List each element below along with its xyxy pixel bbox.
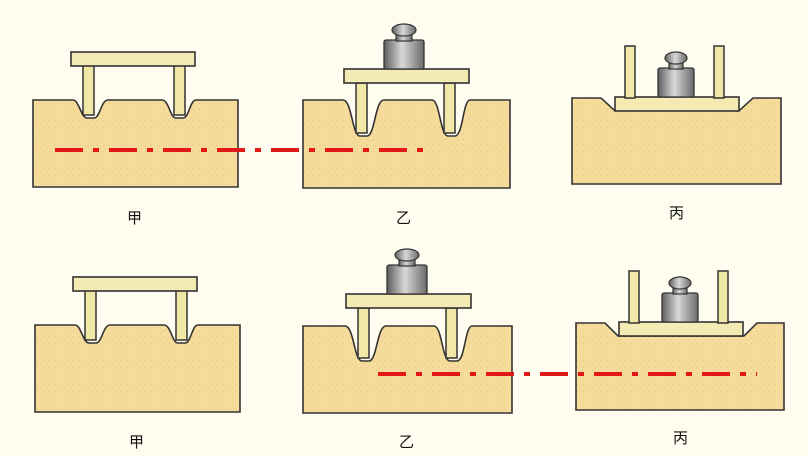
panel-jia: 甲 bbox=[34, 276, 241, 451]
table-top bbox=[618, 321, 744, 337]
sand-block bbox=[575, 322, 785, 411]
panel-yi: 乙 bbox=[302, 23, 511, 227]
table-leg-right bbox=[173, 64, 186, 116]
sand-block bbox=[302, 325, 513, 414]
table-leg-left bbox=[357, 307, 370, 359]
panel-bing: 丙 bbox=[571, 45, 782, 222]
panel-jia: 甲 bbox=[32, 51, 239, 227]
table-top bbox=[70, 51, 196, 67]
table-top bbox=[343, 68, 470, 84]
table-leg-left bbox=[82, 64, 95, 116]
table-top bbox=[345, 293, 472, 309]
panel-label-jia: 甲 bbox=[127, 209, 142, 227]
sand-block bbox=[571, 97, 782, 185]
sand-block bbox=[32, 99, 239, 188]
table-leg-right bbox=[445, 307, 458, 359]
weight bbox=[657, 51, 695, 98]
panel-yi: 乙 bbox=[302, 248, 513, 451]
sand-block bbox=[302, 99, 511, 189]
table-top bbox=[614, 96, 740, 112]
table-leg-right bbox=[443, 82, 456, 134]
weight bbox=[661, 276, 699, 323]
panel-label-yi: 乙 bbox=[396, 209, 411, 227]
table-leg-left bbox=[624, 45, 636, 99]
panel-label-yi: 乙 bbox=[399, 433, 414, 451]
panel-label-bing: 丙 bbox=[673, 429, 688, 447]
panel-bing: 丙 bbox=[575, 270, 785, 447]
weight bbox=[383, 23, 425, 70]
table-leg-right bbox=[713, 45, 725, 99]
weight bbox=[386, 248, 428, 295]
row-2: 甲 乙 丙 bbox=[34, 248, 785, 451]
panel-label-jia: 甲 bbox=[129, 433, 144, 451]
panel-label-bing: 丙 bbox=[669, 204, 684, 222]
table-leg-right bbox=[175, 289, 188, 341]
table-leg-left bbox=[355, 82, 368, 134]
table-top bbox=[72, 276, 198, 292]
table-leg-right bbox=[717, 270, 729, 324]
table-leg-left bbox=[628, 270, 640, 324]
table-leg-left bbox=[84, 289, 97, 341]
sand-block bbox=[34, 324, 241, 413]
row-1: 甲 乙 丙 bbox=[32, 23, 782, 227]
